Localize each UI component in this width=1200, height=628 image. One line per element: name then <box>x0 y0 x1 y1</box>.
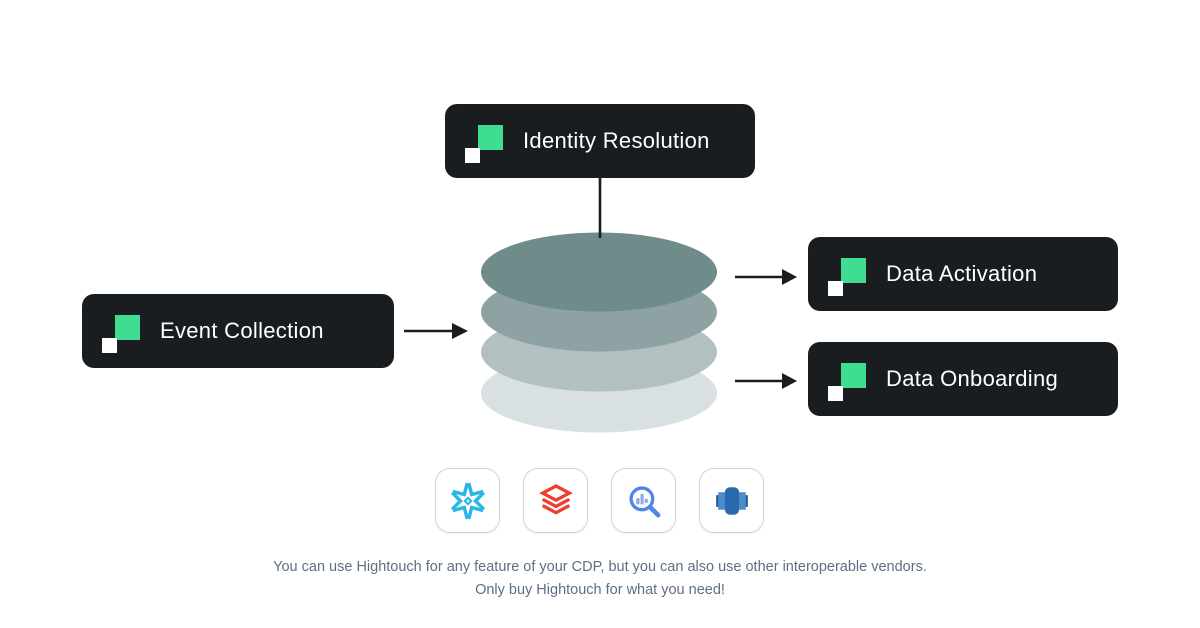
logo-green-square <box>115 315 140 340</box>
redshift-icon <box>715 486 748 515</box>
vendor-card-bigquery <box>611 468 676 533</box>
logo-green-square <box>841 258 866 283</box>
caption-line-2: Only buy Hightouch for what you need! <box>475 582 725 598</box>
hightouch-logo-icon <box>465 117 507 165</box>
logo-white-square <box>828 281 843 296</box>
logo-white-square <box>465 148 480 163</box>
databricks-icon <box>538 483 573 515</box>
bigquery-icon <box>628 485 660 517</box>
arrowhead-onboarding <box>782 373 797 389</box>
hightouch-logo-icon <box>828 250 870 298</box>
node-label: Data Onboarding <box>886 366 1059 391</box>
node-label: Identity Resolution <box>523 128 710 153</box>
cylinder-layer-1 <box>481 232 717 312</box>
node-event-collection: Event Collection <box>82 294 394 368</box>
node-identity-resolution: Identity Resolution <box>445 104 755 178</box>
node-label: Event Collection <box>160 318 324 343</box>
vendor-card-redshift <box>699 468 764 533</box>
hightouch-logo-icon <box>828 355 870 403</box>
snowflake-icon <box>450 482 485 519</box>
arrowhead-event <box>452 323 468 339</box>
vendor-card-snowflake <box>435 468 500 533</box>
caption-line-1: You can use Hightouch for any feature of… <box>273 559 927 575</box>
caption: You can use Hightouch for any feature of… <box>0 556 1200 602</box>
logo-green-square <box>478 125 503 150</box>
hightouch-logo-icon <box>102 307 144 355</box>
node-data-activation: Data Activation <box>808 237 1118 311</box>
logo-white-square <box>828 386 843 401</box>
node-label: Data Activation <box>886 261 1038 286</box>
node-data-onboarding: Data Onboarding <box>808 342 1118 416</box>
arrowhead-activation <box>782 269 797 285</box>
logo-white-square <box>102 338 117 353</box>
logo-green-square <box>841 363 866 388</box>
vendor-row <box>435 468 764 533</box>
vendor-card-databricks <box>523 468 588 533</box>
